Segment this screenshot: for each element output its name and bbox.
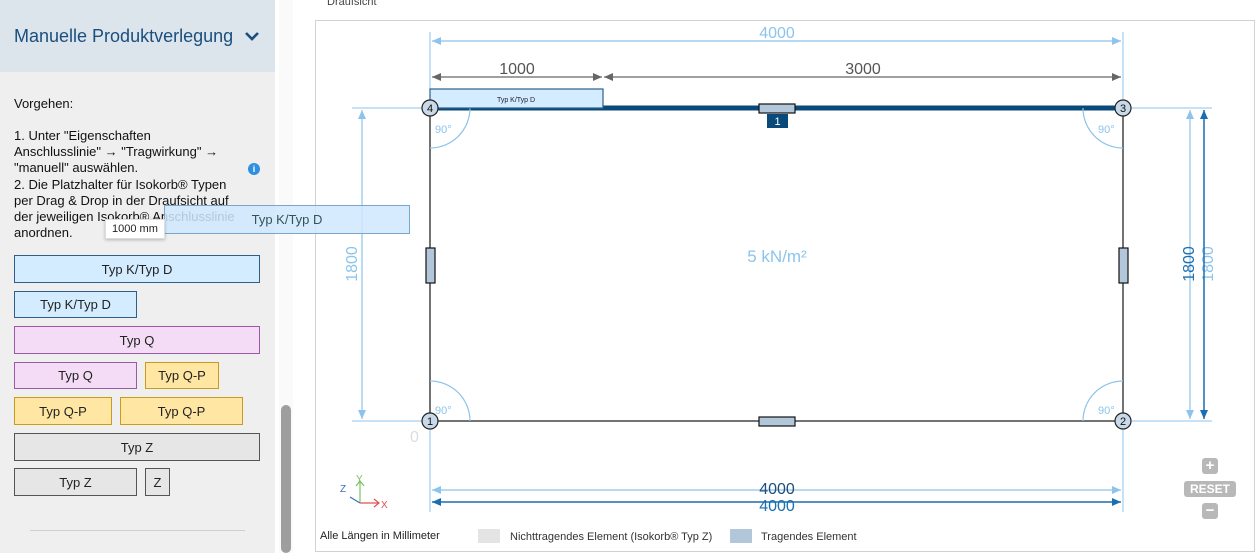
- drag-length-tooltip: 1000 mm: [105, 219, 165, 239]
- zoom-in-button[interactable]: +: [1202, 458, 1218, 474]
- zoom-out-button[interactable]: −: [1202, 503, 1218, 519]
- typ-k-d-button-small[interactable]: Typ K/Typ D: [14, 291, 137, 318]
- corner-node-label: 1: [427, 416, 433, 428]
- sidebar-title: Manuelle Produktverlegung: [14, 25, 234, 46]
- corner-node-3[interactable]: 3: [1114, 99, 1132, 117]
- origin-label: 0: [410, 429, 419, 446]
- typ-q-p-button[interactable]: Typ Q-P: [145, 362, 219, 389]
- angle-label: 90°: [1098, 124, 1115, 136]
- edge-number-badge: [767, 114, 788, 128]
- edge-element-left[interactable]: [425, 247, 436, 284]
- corner-node-1[interactable]: 1: [421, 412, 439, 430]
- typ-q-button-small[interactable]: Typ Q: [14, 362, 137, 389]
- edge-number: 1: [774, 116, 780, 128]
- typ-z-button-small[interactable]: Typ Z: [14, 468, 137, 496]
- drag-ghost-typ-k-d: Typ K/Typ D: [164, 205, 410, 234]
- instruction-line: "manuell" auswählen.: [14, 160, 139, 175]
- corner-node-label: 2: [1120, 416, 1126, 428]
- sidebar: Manuelle Produktverlegung Vorgehen: 1. U…: [0, 0, 275, 553]
- scrollbar-thumb[interactable]: [281, 405, 291, 553]
- chevron-down-icon[interactable]: [243, 27, 261, 45]
- corner-node-label: 4: [427, 103, 433, 115]
- axis-z-label: Z: [340, 484, 346, 495]
- typ-q-button-wide[interactable]: Typ Q: [14, 326, 260, 354]
- typ-z-button-tiny[interactable]: Z: [145, 468, 170, 496]
- load-label: 5 kN/m²: [747, 247, 807, 266]
- corner-node-4[interactable]: 4: [421, 99, 439, 117]
- instruction-line: 1. Unter "Eigenschaften: [14, 128, 151, 143]
- typ-k-d-button-wide[interactable]: Typ K/Typ D: [14, 255, 260, 283]
- axis-gizmo-icon: [349, 480, 380, 508]
- typ-q-p-button[interactable]: Typ Q-P: [120, 397, 243, 425]
- reset-view-button[interactable]: RESET: [1184, 481, 1236, 497]
- instruction-line: anordnen.: [14, 225, 73, 240]
- angle-label: 90°: [435, 124, 452, 136]
- typ-z-button-wide[interactable]: Typ Z: [14, 433, 260, 461]
- edge-element-right[interactable]: [1118, 247, 1129, 284]
- instruction-line: Anschlusslinie" → "Tragwirkung" →: [14, 144, 219, 159]
- corner-node-2[interactable]: 2: [1114, 412, 1132, 430]
- instruction-line: per Drag & Drop in der Draufsicht auf: [14, 193, 229, 208]
- dim-label-bottom-a: 4000: [759, 481, 795, 498]
- view-title: Draufsicht: [327, 0, 377, 8]
- sidebar-header[interactable]: Manuelle Produktverlegung: [0, 0, 275, 72]
- divider: [30, 530, 245, 531]
- corner-node-label: 3: [1120, 103, 1126, 115]
- angle-label: 90°: [435, 405, 452, 417]
- placed-element-label: Typ K/Typ D: [497, 97, 535, 104]
- info-icon[interactable]: i: [248, 163, 260, 175]
- dim-label-top-right: 3000: [845, 61, 881, 78]
- dim-label-bottom-b: 4000: [759, 498, 795, 515]
- legend-swatch-nontragend: [478, 529, 500, 543]
- dim-label-right-b: 1800: [1181, 246, 1198, 282]
- instructions-heading: Vorgehen:: [14, 96, 74, 111]
- edge-element-bottom[interactable]: [758, 416, 796, 427]
- placed-element-kd[interactable]: [429, 88, 604, 109]
- legend-swatch-tragend: [730, 529, 752, 543]
- legend-label-nontragend: Nichttragendes Element (Isokorb® Typ Z): [510, 531, 713, 543]
- angle-label: 90°: [1098, 405, 1115, 417]
- legend-units: Alle Längen in Millimeter: [320, 530, 440, 542]
- edge-element-top[interactable]: [758, 103, 796, 114]
- angle-arcs: [429, 107, 1124, 422]
- dim-label-top-left: 1000: [499, 61, 535, 78]
- dim-label-left: 1800: [344, 246, 361, 282]
- dim-label-top-total: 4000: [759, 25, 795, 42]
- axis-y-label: Y: [356, 474, 363, 485]
- view-frame: [315, 20, 1255, 552]
- legend-label-tragend: Tragendes Element: [761, 531, 857, 543]
- typ-q-p-button[interactable]: Typ Q-P: [14, 397, 112, 425]
- axis-x-label: X: [381, 500, 388, 511]
- instruction-line: 2. Die Platzhalter für Isokorb® Typen: [14, 177, 227, 192]
- dim-label-right-a: 1800: [1200, 246, 1217, 282]
